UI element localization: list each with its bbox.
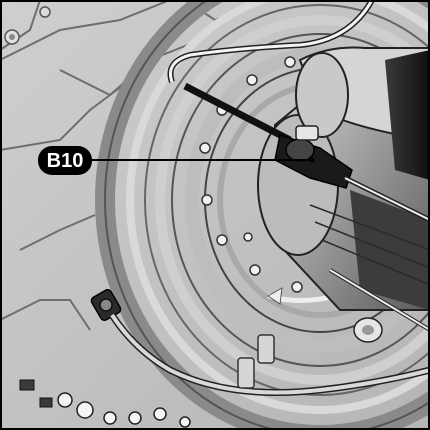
sensor-cable (183, 82, 292, 144)
callout-leader-dot (309, 157, 315, 163)
base-holes (57, 392, 191, 428)
lower-fitting (90, 288, 122, 322)
lower-right-bolt (353, 317, 383, 343)
base-slots (19, 379, 53, 408)
bolt-heads (4, 6, 51, 45)
rotation-arrowhead (267, 287, 283, 305)
lower-bracket (237, 334, 275, 389)
flange-holes (199, 56, 303, 293)
callout-label-b10: B10 (47, 150, 84, 172)
callout-badge (38, 146, 92, 175)
